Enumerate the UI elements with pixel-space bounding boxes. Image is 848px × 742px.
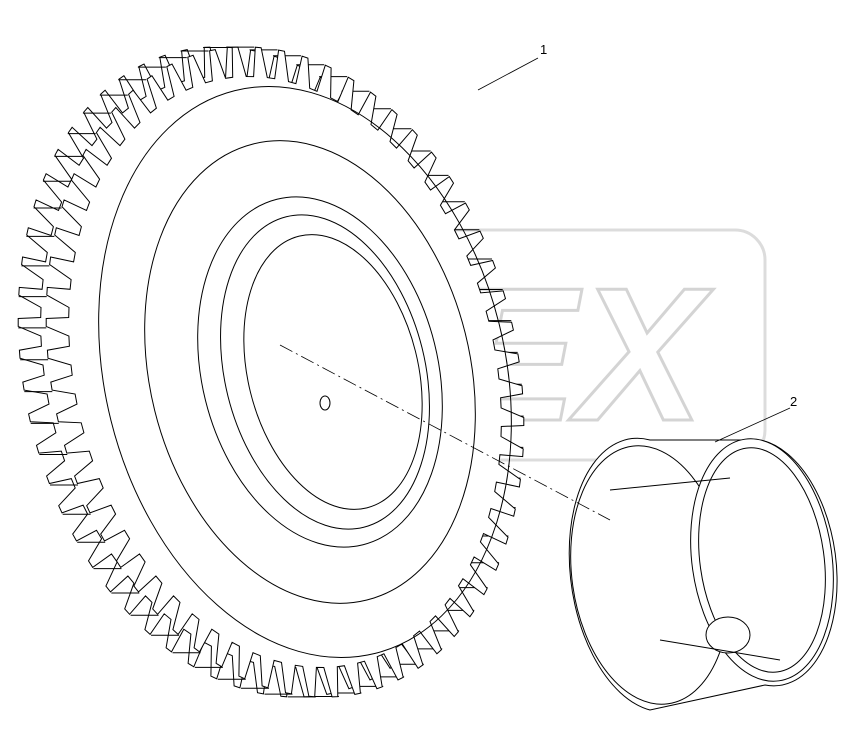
gear-bore-outer xyxy=(220,214,430,530)
gear-teeth-front xyxy=(45,46,525,698)
oil-hole xyxy=(319,395,331,411)
gear-hub-outer xyxy=(144,140,476,604)
callout-1: 1 xyxy=(540,42,548,57)
gear-hub-ring xyxy=(197,196,443,548)
gear-bore xyxy=(243,234,423,510)
bushing-part xyxy=(568,437,838,711)
callout-2: 2 xyxy=(790,394,798,409)
gear-face xyxy=(98,85,512,659)
leader-lines xyxy=(477,57,791,443)
axis-centerline xyxy=(279,344,611,521)
gear-part xyxy=(17,46,525,698)
